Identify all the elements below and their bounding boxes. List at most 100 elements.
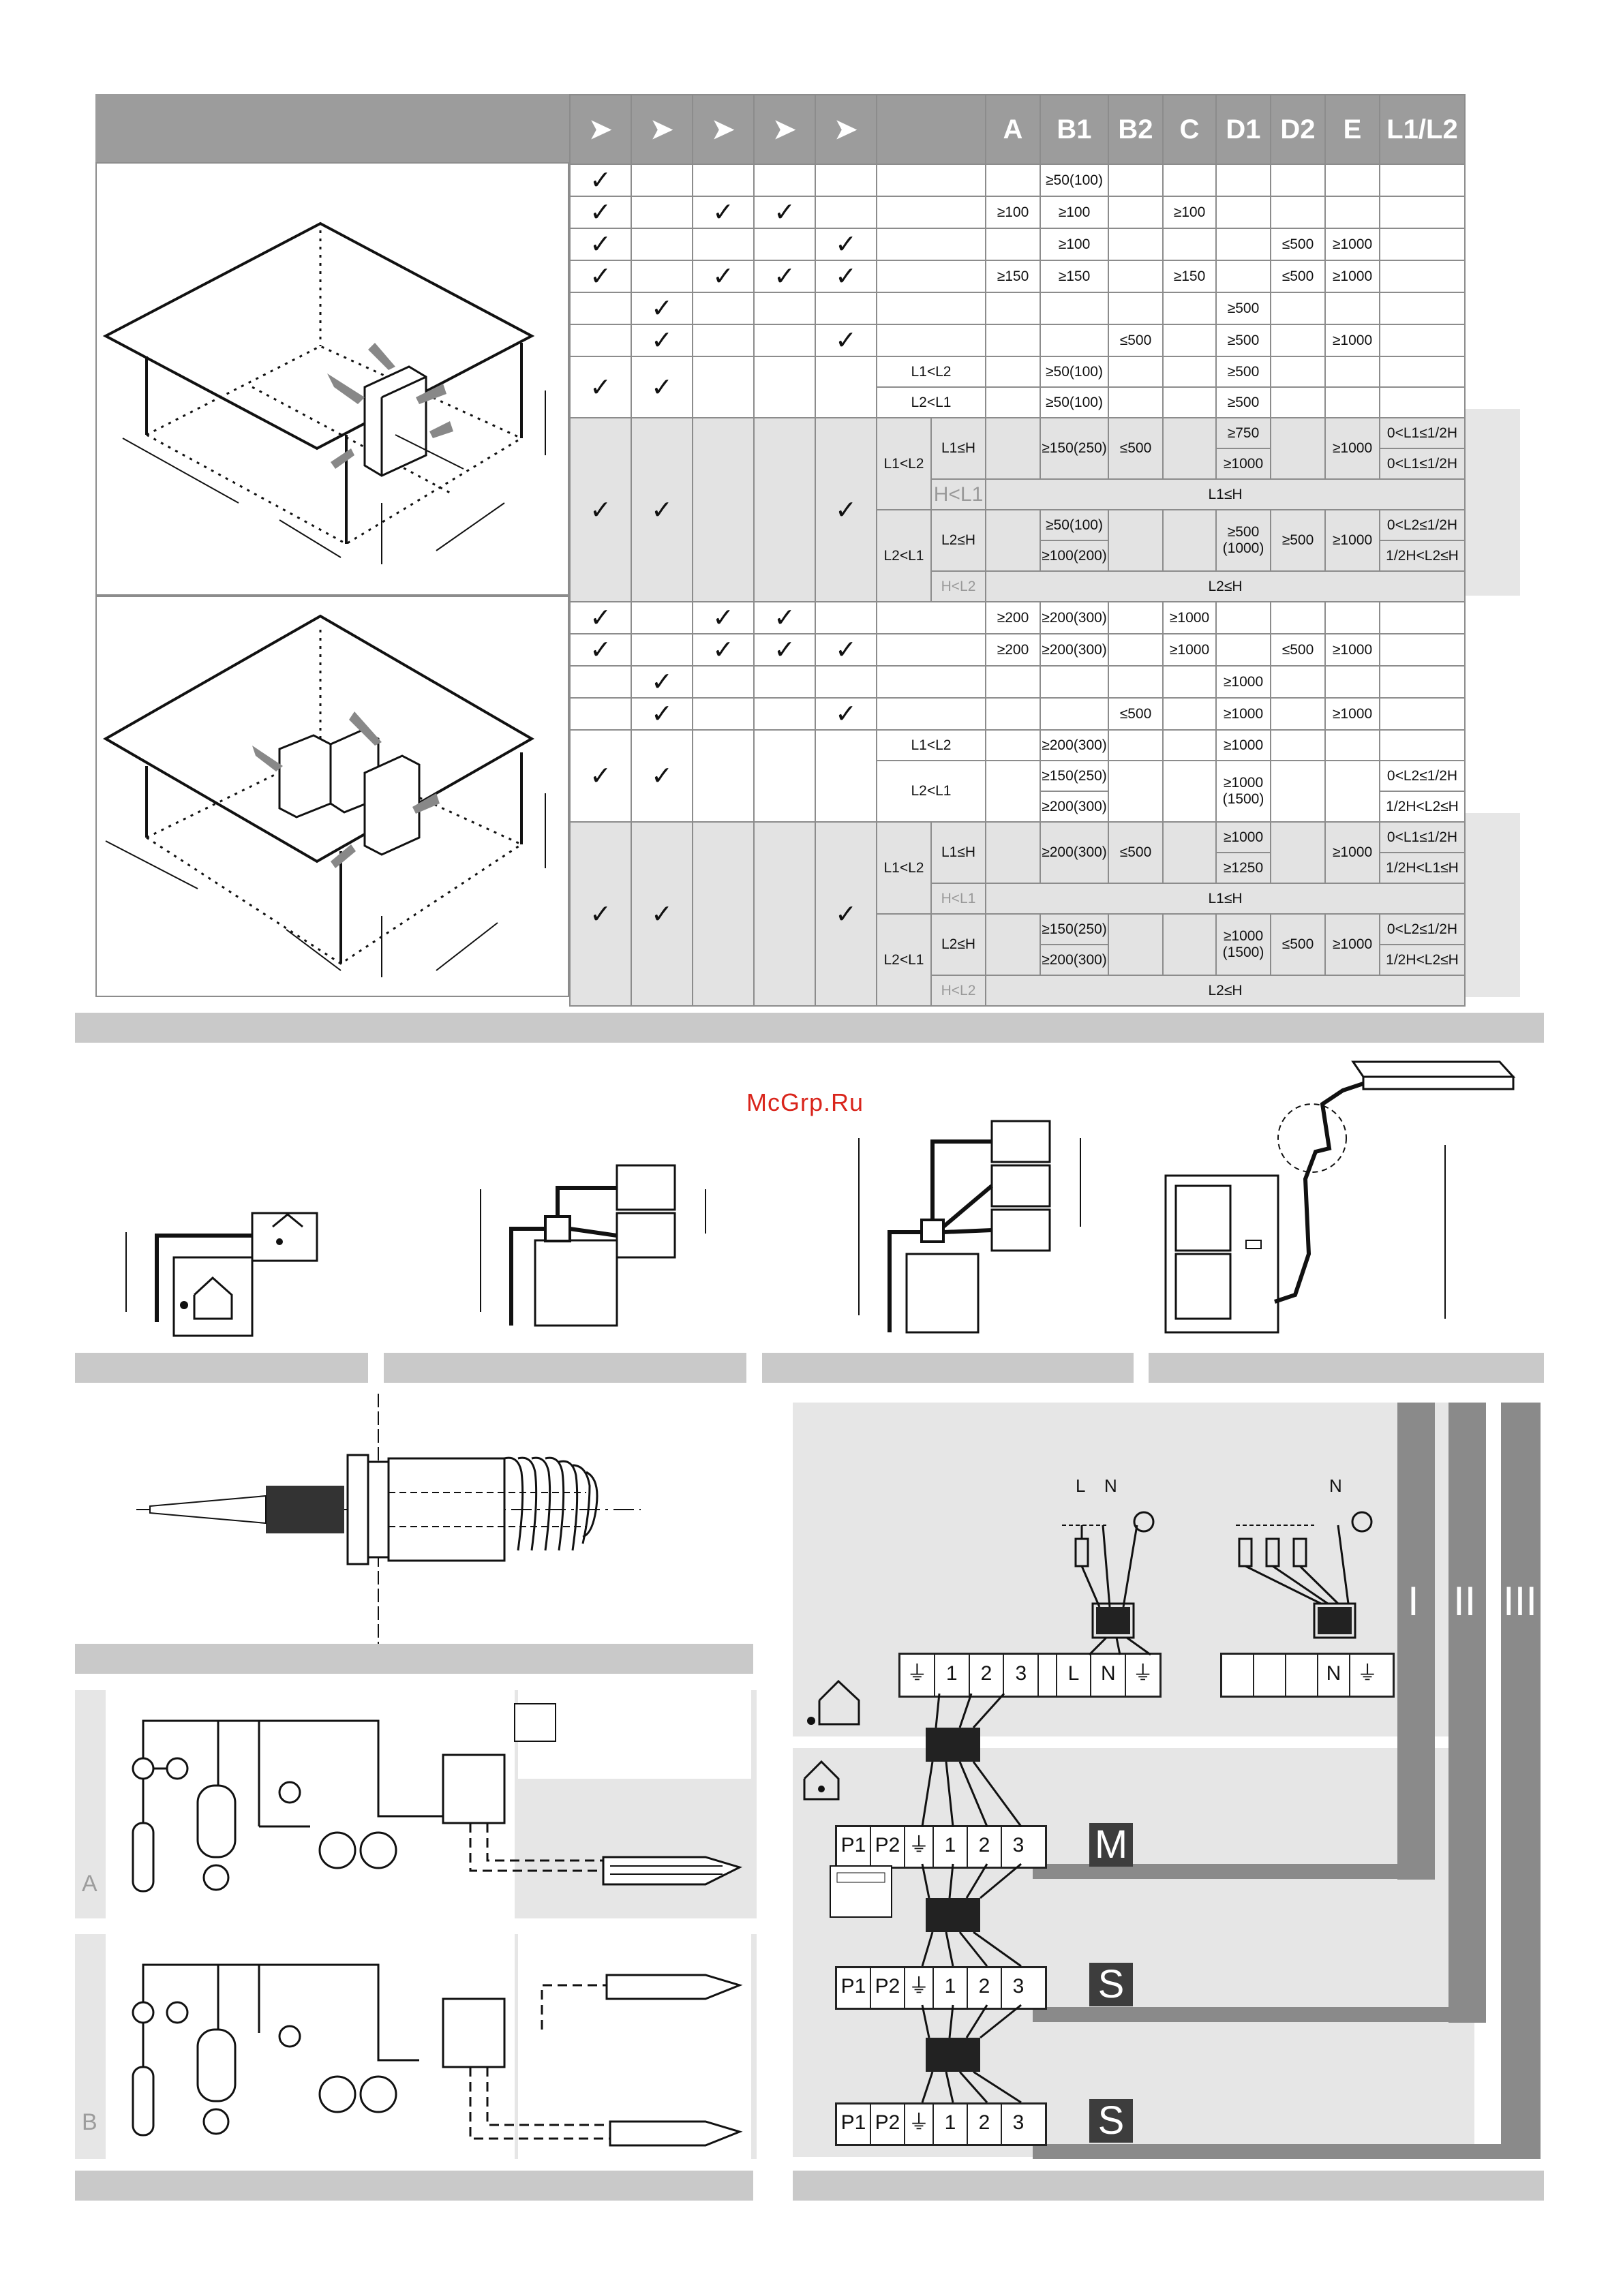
height-diagram-2 — [480, 1164, 706, 1327]
outdoor-terminal-block: ⏚ 1 2 3 L N ⏚ — [898, 1653, 1162, 1698]
piping-schematic-b — [132, 1963, 743, 2147]
terminal-l: L — [1057, 1655, 1092, 1696]
unit-label-slave-1: S — [1089, 1963, 1133, 2006]
table-row: ≥200(300)1/2H<L2≤H — [570, 791, 1466, 823]
terminal-2: 2 — [970, 1655, 1005, 1696]
terminal-3: 3 — [1012, 1975, 1025, 1997]
wiring-bus-m — [1033, 1864, 1435, 1879]
piping-label-b: B — [82, 2109, 97, 2135]
house-icon — [807, 1679, 860, 1726]
terminal-2: 2 — [968, 1968, 1002, 2008]
table-row: ✓✓ ≥100≤500≥1000 — [569, 228, 1466, 261]
ground-icon: ⏚ — [905, 1827, 934, 1867]
terminal-3: 3 — [1012, 2111, 1025, 2134]
signal-wiring — [830, 1692, 1022, 2104]
terminal-p1: P1 — [837, 1968, 871, 2008]
outdoor-terminal-block-3ph: N ⏚ — [1220, 1653, 1395, 1698]
table-row: ✓ ≥50(100) — [569, 164, 1466, 197]
terminal-p1: P1 — [837, 2104, 871, 2144]
ground-icon: ⏚ — [1357, 1662, 1378, 1685]
terminal-n: N — [1091, 1655, 1127, 1696]
terminal-2: 2 — [968, 2104, 1002, 2144]
wiring-rail-ii — [1448, 1403, 1486, 2023]
wiring-bus-s2 — [1033, 2144, 1541, 2159]
table-row: ✓✓ ≤500≥500≥1000 — [569, 324, 1466, 357]
room-sketch-2 — [102, 614, 546, 977]
pipe-insulation-drawing — [136, 1394, 641, 1646]
col-header-b1: B1 — [1040, 94, 1109, 165]
unit-terminal-block-s1: P1 P2 ⏚ 1 2 3 — [835, 1966, 1047, 2010]
table-row: L2<L1 L2≤H ≥150(250) ≥1000(1500) ≤500≥10… — [570, 913, 1466, 1007]
table-row: ✓✓ L1<L2 ≥50(100)≥500 — [569, 356, 1466, 418]
top-title-band — [95, 94, 569, 162]
terminal-1: 1 — [935, 1655, 970, 1696]
table-row: ✓✓✓✓ ≥200≥200(300)≥1000≤500≥1000 — [569, 633, 1466, 667]
header-direction-icon-1: ➤ — [569, 94, 632, 165]
header-direction-icon-3: ➤ — [692, 94, 755, 165]
piping-panel-a-white — [106, 1690, 515, 1918]
terminal-n-3ph: N — [1318, 1655, 1350, 1696]
wiring-rail-i — [1397, 1403, 1435, 1880]
caption-bar-1 — [75, 1353, 368, 1383]
terminal-p2: P2 — [871, 2104, 905, 2144]
caption-bar-insulation — [75, 1644, 753, 1674]
ground-icon: ⏚ — [900, 1655, 935, 1696]
crossed-x-icon: H<L1 — [930, 478, 986, 510]
watermark: McGrp.Ru — [746, 1088, 864, 1116]
table-row: ✓ ≥500 — [569, 292, 1466, 325]
install-diagram-frame-1 — [95, 162, 569, 596]
table-row: ✓✓✓ ≥100≥100≥100 — [569, 196, 1466, 229]
terminal-1: 1 — [934, 2104, 968, 2144]
supply-label-n-3ph: N — [1329, 1475, 1342, 1496]
table-row: ✓✓✓✓ ≥150≥150≥150≤500≥1000 — [569, 260, 1466, 293]
terminal-3: 3 — [1004, 1655, 1040, 1696]
table-row: ✓ ≥1000 — [569, 665, 1466, 699]
section-bar-middle — [75, 1013, 1544, 1043]
col-header-b2: B2 — [1108, 94, 1164, 165]
power-supply-wiring — [1062, 1511, 1373, 1656]
table-grey-side-2 — [1464, 813, 1520, 997]
unit-label-slave-2: S — [1089, 2099, 1133, 2143]
unit-terminal-block-m: P1 P2 ⏚ 1 2 3 — [835, 1825, 1047, 1869]
room-sketch-1 — [102, 221, 546, 564]
roman-label-ii: II — [1453, 1578, 1476, 1624]
header-direction-icon-5: ➤ — [815, 94, 877, 165]
ground-icon: ⏚ — [905, 1968, 934, 2008]
terminal-1: 1 — [934, 1827, 968, 1867]
terminal-p2: P2 — [871, 1827, 905, 1867]
supply-label-n: N — [1104, 1475, 1117, 1496]
header-direction-icon-2: ➤ — [631, 94, 693, 165]
table-grey-side-1 — [1464, 409, 1520, 596]
install-diagram-frame-2 — [95, 596, 569, 997]
terminal-p1: P1 — [837, 1827, 871, 1867]
clearance-table: ➤ ➤ ➤ ➤ ➤ A B1 B2 C D1 D2 E L1/L2 ✓ ≥50(… — [569, 94, 1466, 1007]
outdoor-unit-diagram — [1164, 1060, 1516, 1334]
col-header-l1l2: L1/L2 — [1379, 94, 1466, 165]
wiring-bus-s1 — [1033, 2007, 1486, 2022]
terminal-gap — [1039, 1655, 1057, 1696]
height-diagram-1 — [125, 1212, 318, 1337]
unit-terminal-block-s2: P1 P2 ⏚ 1 2 3 — [835, 2102, 1047, 2146]
table-row: ✓✓✓ ≥200≥200(300)≥1000 — [569, 601, 1466, 634]
table-row: L2<L1 ≥50(100)≥500 — [570, 386, 1466, 418]
roman-label-iii: III — [1503, 1578, 1538, 1624]
terminal-3: 3 — [1012, 1834, 1025, 1856]
height-diagram-3 — [858, 1120, 1081, 1334]
col-header-a: A — [985, 94, 1041, 165]
table-row: ✓✓ ≤500≥1000≥1000 — [569, 697, 1466, 731]
piping-label-a: A — [82, 1871, 97, 1897]
piping-panel-b-white — [106, 1934, 515, 2159]
table-row: ✓✓ L1<L2 ≥200(300)≥1000 — [569, 729, 1466, 823]
caption-bar-wiring — [793, 2171, 1544, 2201]
wiring-rail-iii — [1501, 1403, 1541, 2159]
supply-label-l: L — [1076, 1475, 1086, 1496]
caption-bar-2 — [384, 1353, 746, 1383]
caption-bar-3 — [762, 1353, 1134, 1383]
header-direction-icon-4: ➤ — [753, 94, 816, 165]
terminal-1: 1 — [934, 1968, 968, 2008]
col-header-e: E — [1324, 94, 1380, 165]
ground-icon: ⏚ — [1132, 1662, 1153, 1685]
header-condition-blank — [876, 94, 986, 165]
